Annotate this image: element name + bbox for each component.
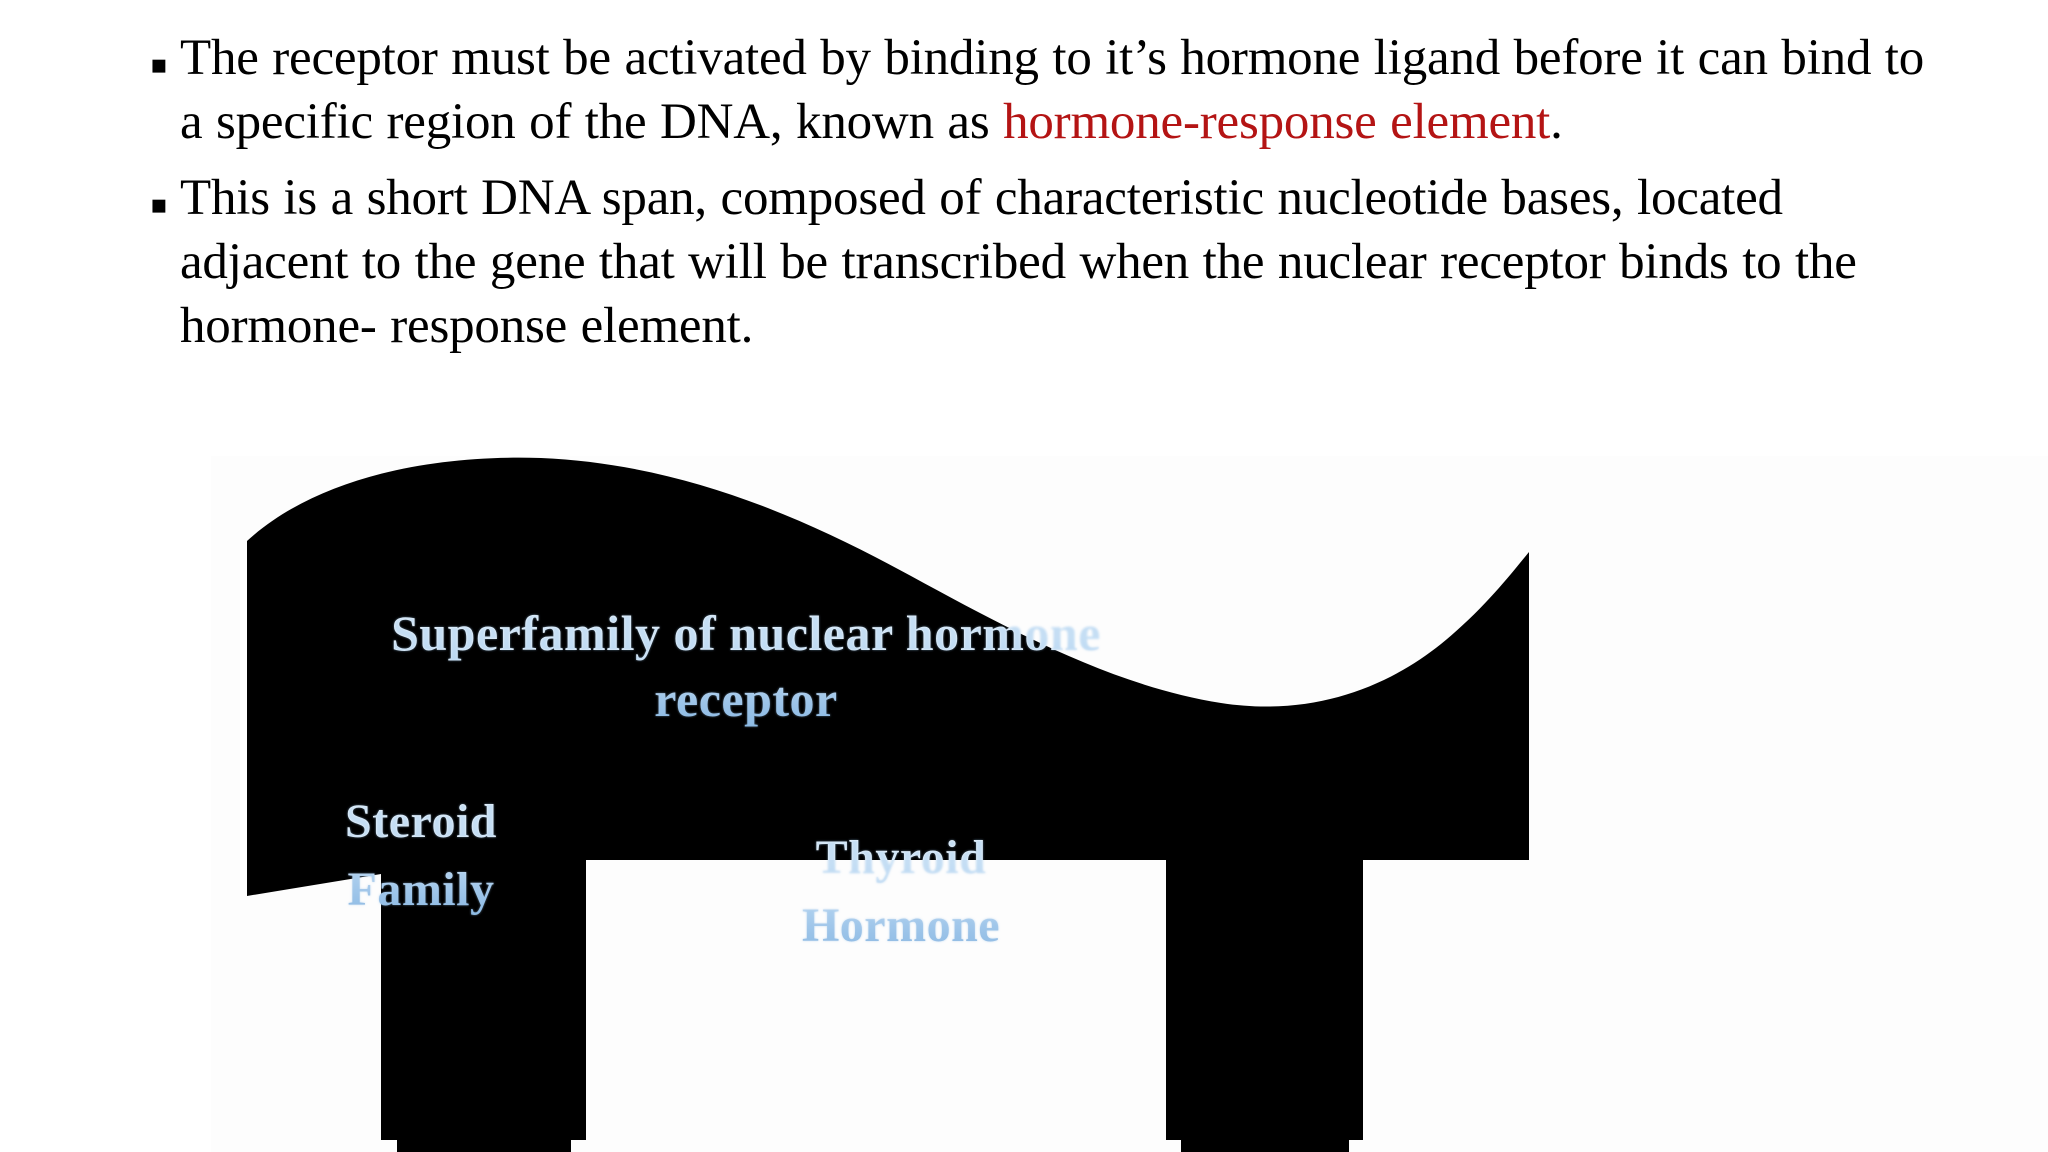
bullet-square-icon: ▪ (150, 190, 168, 220)
bullet-square-icon: ▪ (150, 50, 168, 80)
bullet-segment-plain: The receptor must be activated by bindin… (180, 30, 1925, 150)
banner-shape-svg (247, 457, 1529, 1152)
bullet-segment-period: . (1550, 94, 1563, 150)
list-item: ▪ This is a short DNA span, composed of … (150, 166, 1940, 358)
list-item: ▪ The receptor must be activated by bind… (150, 26, 1940, 154)
bullet-text-2: This is a short DNA span, composed of ch… (180, 170, 1857, 354)
banner-body-path (247, 457, 1529, 1140)
bullet-text-1: The receptor must be activated by bindin… (180, 26, 1940, 154)
diagram-superfamily-banner: Superfamily of nuclear hormone receptor … (211, 456, 2048, 1152)
bullet-segment-highlight: hormone-response element (1003, 94, 1551, 150)
bullet-list: ▪ The receptor must be activated by bind… (150, 26, 1940, 370)
thyroid-arrow-icon (1181, 1140, 1349, 1152)
steroid-arrow-icon (397, 1140, 571, 1152)
